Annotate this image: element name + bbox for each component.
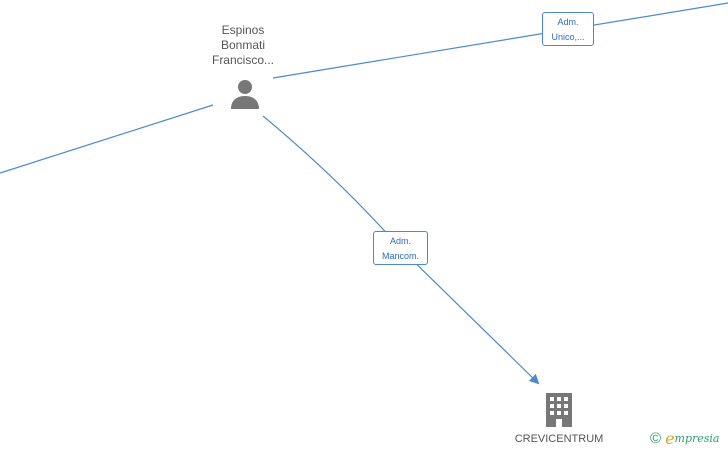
person-name-line-1: Espinos — [221, 23, 265, 37]
person-name[interactable]: Espinos Bonmati Francisco... — [193, 23, 293, 68]
edge-label-line: Mancom. — [381, 251, 419, 261]
edge-label-line: Adm. — [557, 17, 579, 27]
edge-line-top-right — [272, 2, 728, 79]
edge-label-adm-mancom[interactable]: Adm. Mancom. — [373, 231, 428, 265]
edge-label-adm-unico[interactable]: Adm. Unico,... — [542, 12, 594, 46]
empresia-logo: © e mpresia — [650, 430, 720, 448]
company-name[interactable]: CREVICENTRUM — [514, 433, 604, 445]
person-name-line-2: Bonmati — [220, 38, 266, 52]
copyright-icon: © — [650, 430, 662, 447]
edge-label-line: Adm. — [389, 236, 411, 246]
brand-initial: e — [665, 429, 675, 448]
brand-name: mpresia — [674, 432, 720, 445]
building-icon[interactable] — [543, 393, 575, 427]
edge-line-left — [0, 104, 214, 174]
person-icon[interactable] — [229, 78, 261, 110]
edge-label-line: Unico,... — [551, 32, 585, 42]
person-name-line-3: Francisco... — [211, 53, 274, 67]
